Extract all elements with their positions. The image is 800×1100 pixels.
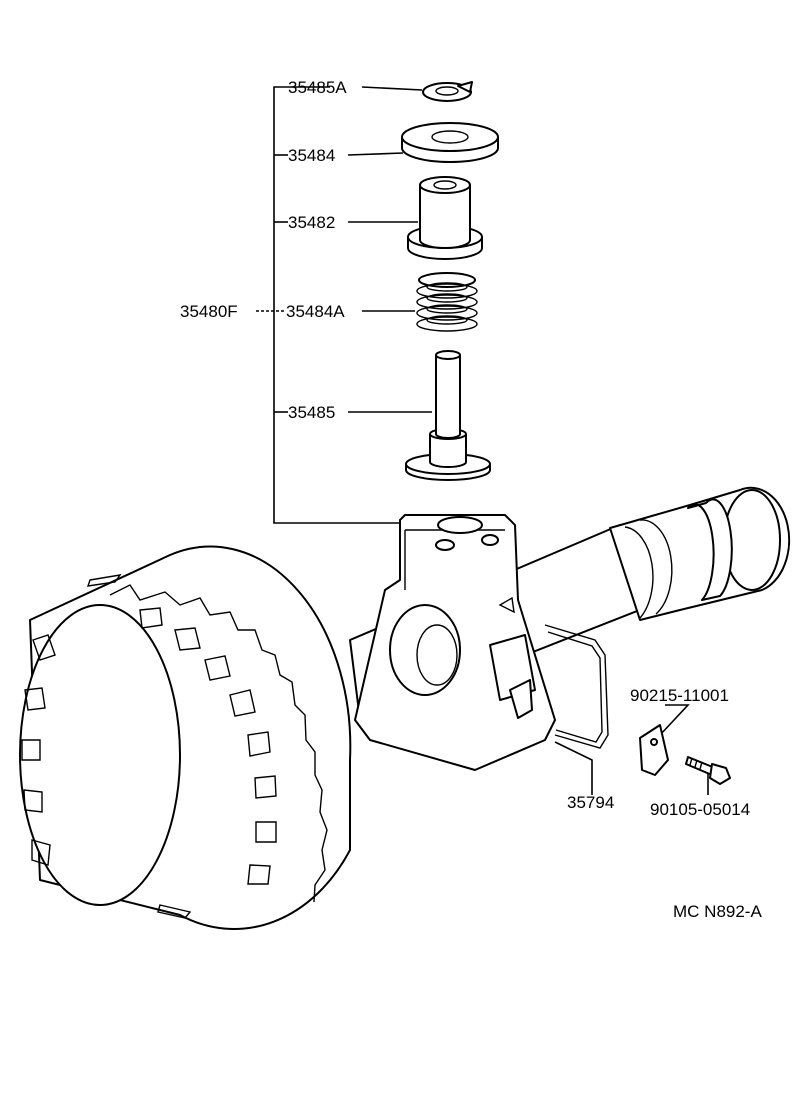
leader-lines (274, 86, 709, 795)
label-35794: 35794 (567, 793, 614, 812)
figure-code: MC N892-A (673, 902, 762, 921)
label-35485A: 35485A (288, 78, 347, 97)
governor-body (354, 514, 556, 771)
label-35482: 35482 (288, 213, 335, 232)
assembly-bracket (256, 86, 405, 524)
plunger-part (405, 350, 491, 481)
sleeve-part (407, 176, 483, 260)
wire-clip-part (544, 624, 609, 749)
label-90215-11001: 90215-11001 (630, 686, 729, 705)
label-35485: 35485 (288, 403, 335, 422)
washer-part (401, 122, 499, 163)
parking-gear (19, 545, 352, 930)
label-35484: 35484 (288, 146, 335, 165)
label-35484A: 35484A (286, 302, 345, 321)
lock-plate-part (639, 724, 669, 776)
bolt-part (685, 756, 731, 785)
label-90105-05014: 90105-05014 (650, 800, 750, 819)
spring-part (416, 272, 478, 332)
label-35480F: 35480F (180, 302, 238, 321)
e-ring-part (422, 81, 473, 102)
